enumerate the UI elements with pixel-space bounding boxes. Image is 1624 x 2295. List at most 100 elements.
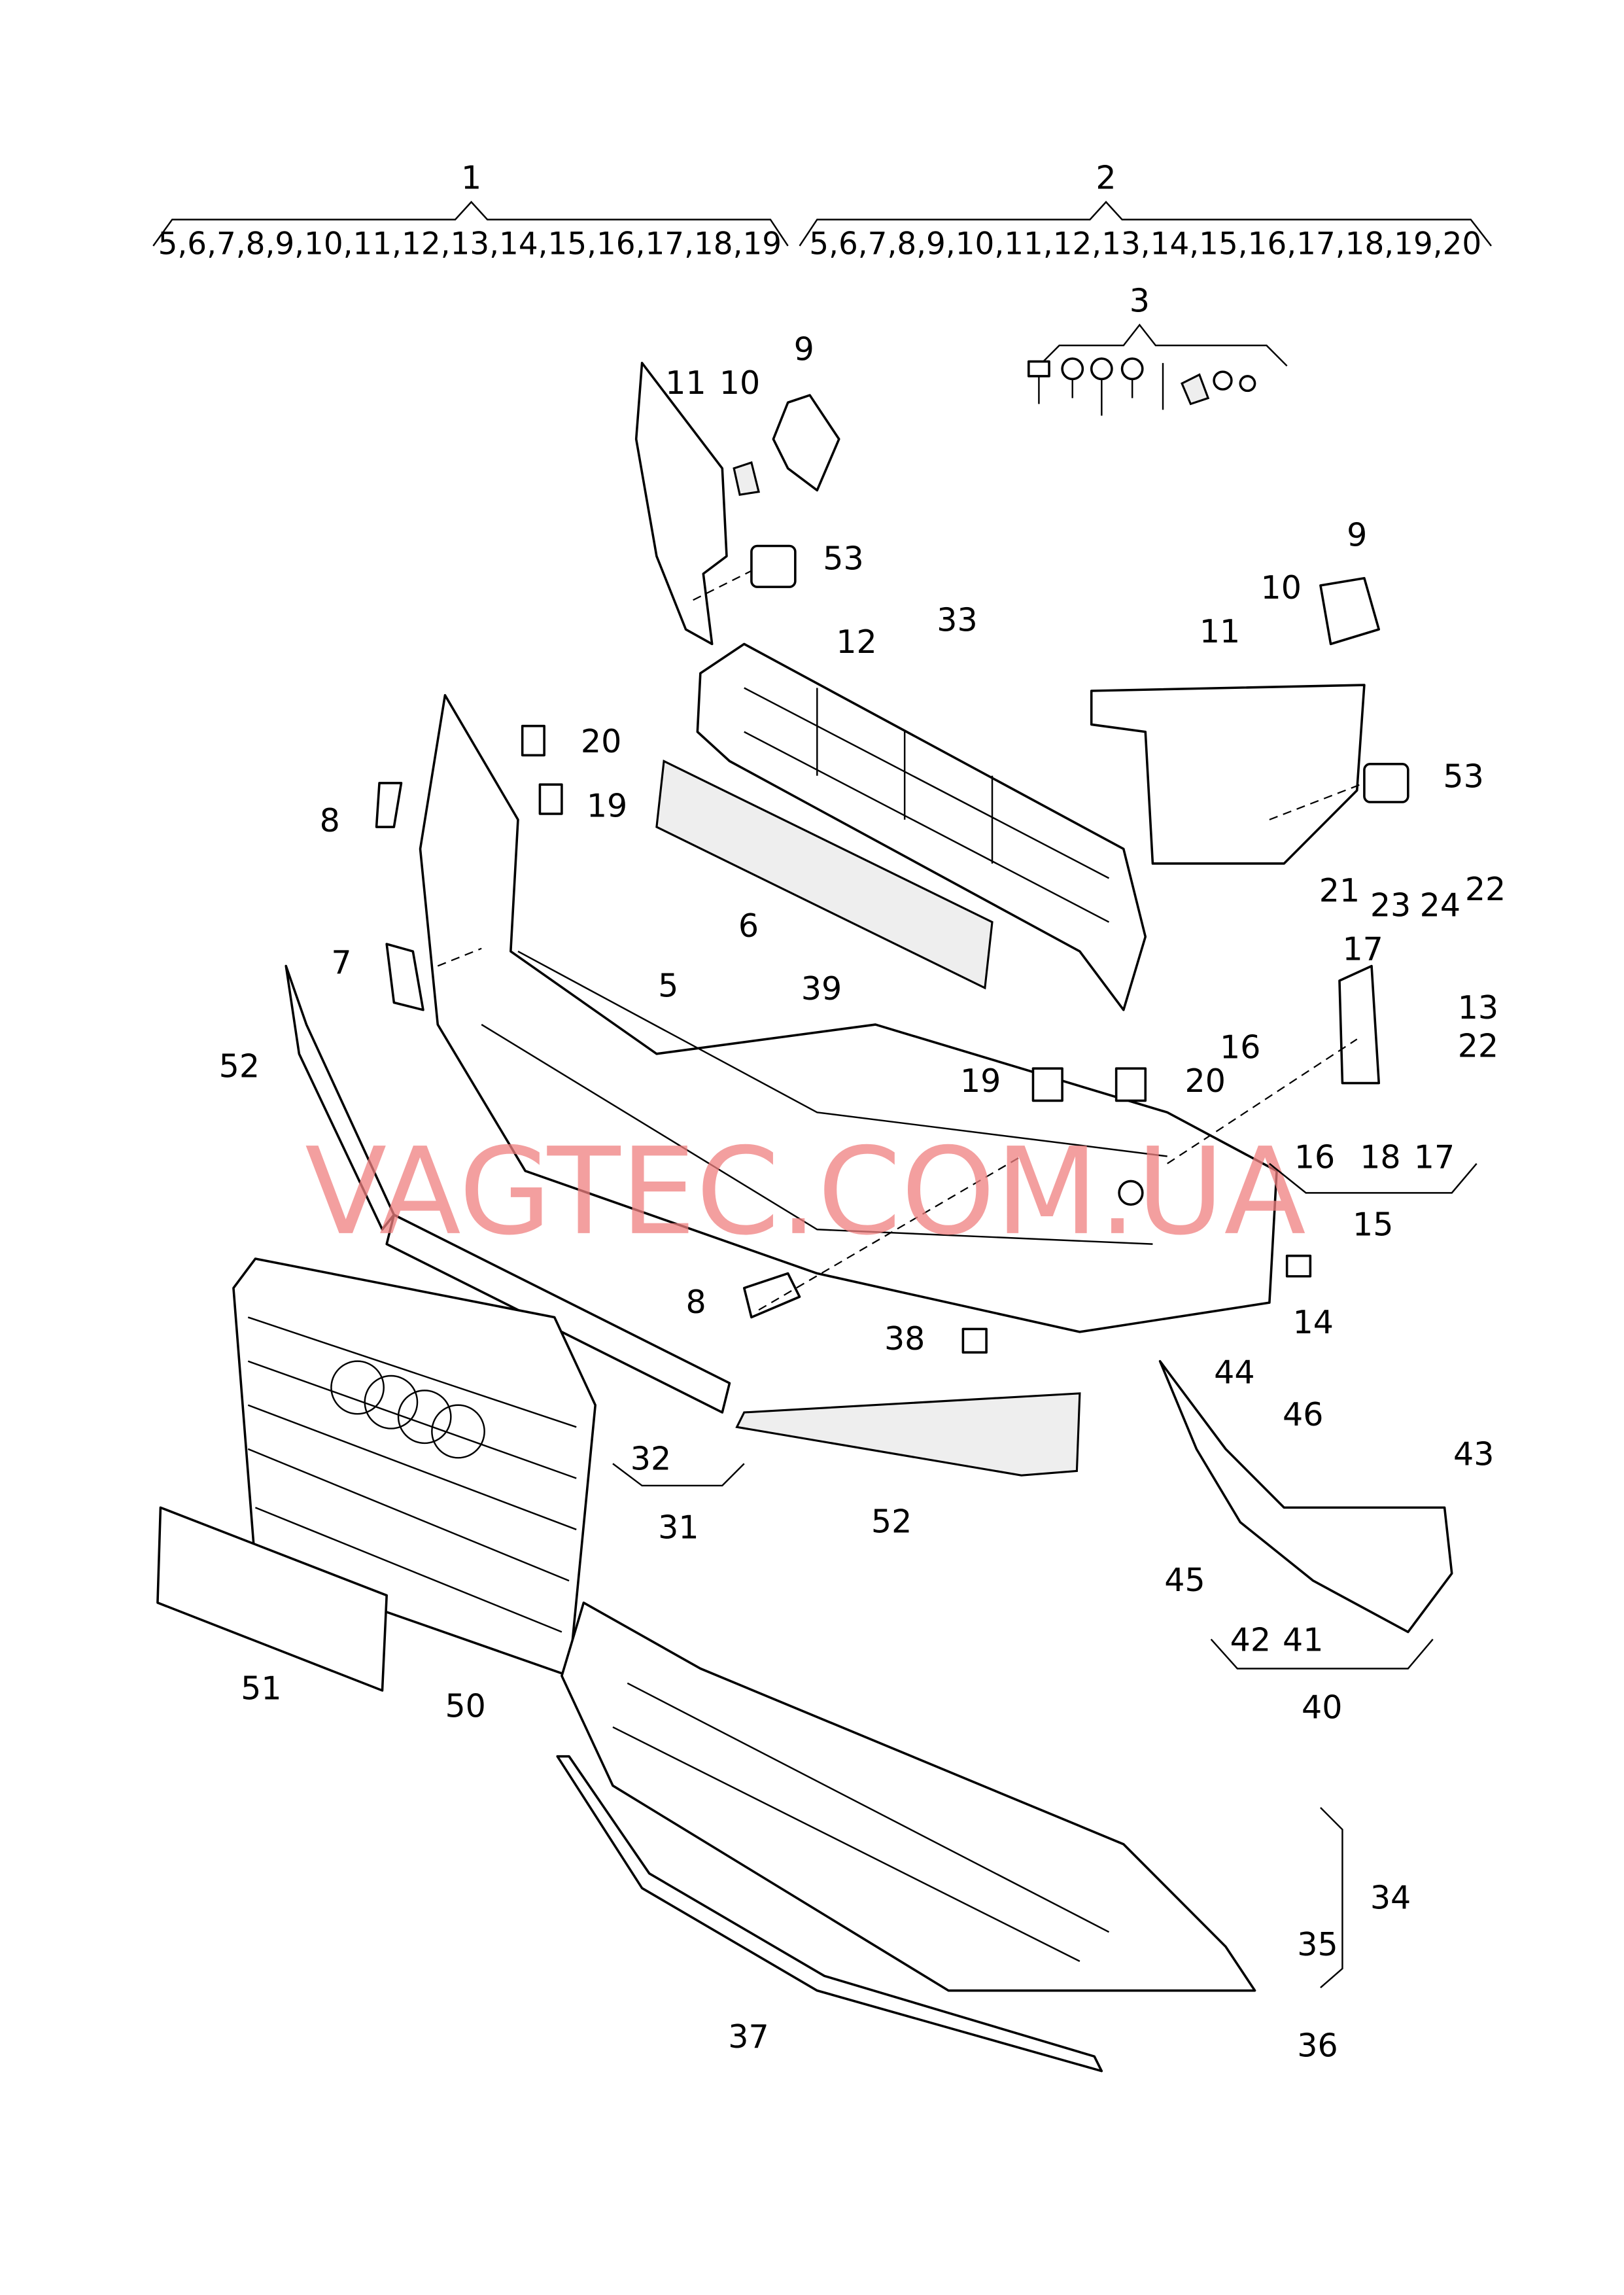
callout-label[interactable]: 42 bbox=[1230, 1621, 1271, 1659]
callout-label[interactable]: 46 bbox=[1283, 1395, 1323, 1433]
callout-label[interactable]: 13 bbox=[1458, 989, 1498, 1026]
group-1-bracket bbox=[152, 200, 789, 247]
bracket-34 bbox=[1320, 1807, 1343, 1989]
callout-label[interactable]: 14 bbox=[1293, 1303, 1334, 1341]
bracket-right-part bbox=[1090, 684, 1366, 865]
callout-label[interactable]: 53 bbox=[1443, 758, 1483, 796]
license-plate-bracket-part bbox=[156, 1506, 388, 1692]
spoiler-lip-part bbox=[556, 1755, 1103, 2073]
callout-label[interactable]: 52 bbox=[219, 1047, 260, 1085]
trim-strip-left-part bbox=[285, 964, 396, 1231]
group-2-ref: 2 bbox=[1096, 159, 1116, 197]
callout-label[interactable]: 37 bbox=[728, 2018, 769, 2056]
air-guide-bracket-part bbox=[1158, 1359, 1453, 1634]
callout-label[interactable]: 24 bbox=[1420, 886, 1460, 924]
callout-label[interactable]: 9 bbox=[1347, 516, 1367, 554]
callout-label[interactable]: 10 bbox=[1261, 569, 1302, 606]
callout-label[interactable]: 5 bbox=[658, 967, 678, 1005]
bumper-contours bbox=[481, 951, 1167, 1245]
callout-label[interactable]: 21 bbox=[1319, 871, 1360, 909]
callout-label[interactable]: 34 bbox=[1370, 1878, 1411, 1916]
callout-label[interactable]: 31 bbox=[658, 1508, 699, 1546]
callout-label[interactable]: 11 bbox=[665, 364, 706, 402]
callout-label[interactable]: 18 bbox=[1360, 1138, 1400, 1176]
callout-label[interactable]: 22 bbox=[1458, 1026, 1498, 1064]
callout-label[interactable]: 22 bbox=[1465, 870, 1506, 908]
callout-label[interactable]: 8 bbox=[320, 801, 340, 839]
clip-20a bbox=[521, 724, 545, 757]
group-2-bracket bbox=[799, 200, 1492, 247]
group-2-parts: 5,6,7,8,9,10,11,12,13,14,15,16,17,18,19,… bbox=[809, 226, 1481, 262]
clip-38 bbox=[961, 1327, 988, 1354]
callout-label[interactable]: 52 bbox=[871, 1502, 912, 1540]
callout-label[interactable]: 9 bbox=[794, 330, 814, 368]
cover-part bbox=[385, 943, 424, 1011]
sensor-hole bbox=[1118, 1180, 1144, 1206]
callout-label[interactable]: 32 bbox=[631, 1439, 671, 1477]
callout-label[interactable]: 7 bbox=[331, 943, 351, 981]
callout-label[interactable]: 10 bbox=[719, 364, 760, 402]
clip-14 bbox=[1285, 1254, 1312, 1278]
sensor-holder-right-part bbox=[1363, 763, 1409, 803]
watermark: VAGTEC.COM.UA bbox=[305, 1123, 1306, 1262]
callout-label[interactable]: 12 bbox=[836, 623, 876, 661]
sensor-holder-left-part bbox=[750, 544, 797, 588]
callout-label[interactable]: 39 bbox=[801, 970, 842, 1007]
tow-cover-part bbox=[375, 782, 403, 828]
callout-label[interactable]: 50 bbox=[445, 1687, 485, 1725]
callout-label[interactable]: 16 bbox=[1294, 1138, 1335, 1176]
clip-19a bbox=[538, 783, 563, 815]
callout-label[interactable]: 33 bbox=[937, 601, 977, 639]
callout-label[interactable]: 19 bbox=[587, 786, 627, 824]
four-rings-logo bbox=[330, 1360, 485, 1459]
group-3-ref: 3 bbox=[1130, 282, 1150, 320]
bracket-40 bbox=[1210, 1638, 1434, 1670]
callout-label[interactable]: 23 bbox=[1370, 886, 1411, 924]
lower-grille-part bbox=[655, 759, 993, 990]
callout-label[interactable]: 15 bbox=[1353, 1205, 1393, 1243]
callout-label[interactable]: 38 bbox=[884, 1320, 925, 1358]
callout-label[interactable]: 44 bbox=[1214, 1353, 1254, 1391]
callout-label[interactable]: 8 bbox=[686, 1283, 706, 1321]
group-1-parts: 5,6,7,8,9,10,11,12,13,14,15,16,17,18,19 bbox=[158, 226, 782, 262]
grille-frame-ribs bbox=[744, 687, 1110, 923]
callout-label[interactable]: 20 bbox=[581, 722, 621, 760]
callout-label[interactable]: 20 bbox=[1185, 1062, 1226, 1100]
callout-label[interactable]: 36 bbox=[1297, 2026, 1338, 2064]
callout-label[interactable]: 43 bbox=[1453, 1435, 1494, 1473]
spring-left-part bbox=[733, 461, 761, 496]
trim-strip-center-part bbox=[385, 1214, 731, 1414]
assembly-lines bbox=[437, 570, 1365, 1311]
callout-label[interactable]: 41 bbox=[1283, 1621, 1323, 1659]
callout-label[interactable]: 16 bbox=[1220, 1028, 1260, 1066]
bracket-13-part bbox=[1338, 964, 1380, 1085]
underbody-guard-part bbox=[561, 1601, 1256, 1992]
group-3-bracket bbox=[1038, 323, 1288, 367]
fog-grille-part bbox=[735, 1392, 1081, 1477]
guide-left-part bbox=[772, 394, 840, 492]
callout-label[interactable]: 6 bbox=[738, 907, 759, 945]
bumper-cover-part bbox=[419, 693, 1278, 1333]
callout-label[interactable]: 19 bbox=[960, 1062, 1001, 1100]
clip-20b bbox=[1114, 1067, 1147, 1102]
callout-label[interactable]: 40 bbox=[1302, 1689, 1342, 1726]
callout-label[interactable]: 53 bbox=[823, 539, 863, 577]
callout-label[interactable]: 11 bbox=[1200, 612, 1240, 650]
callout-label[interactable]: 35 bbox=[1297, 1925, 1338, 1963]
tow-cap-part bbox=[742, 1272, 801, 1319]
bracket-15 bbox=[1269, 1163, 1477, 1194]
grille-frame-part bbox=[696, 642, 1147, 1011]
callout-label[interactable]: 17 bbox=[1342, 930, 1383, 968]
callout-label[interactable]: 17 bbox=[1414, 1138, 1455, 1176]
screws-set bbox=[1028, 357, 1256, 416]
callout-label[interactable]: 51 bbox=[241, 1669, 281, 1707]
grille-slats bbox=[247, 1316, 577, 1633]
bracket-31 bbox=[612, 1463, 745, 1487]
clip-19b bbox=[1031, 1067, 1063, 1102]
guide-right-part bbox=[1319, 576, 1380, 646]
bracket-left-part bbox=[634, 362, 728, 646]
callout-label[interactable]: 45 bbox=[1164, 1561, 1205, 1599]
underbody-ribs bbox=[612, 1682, 1110, 1963]
